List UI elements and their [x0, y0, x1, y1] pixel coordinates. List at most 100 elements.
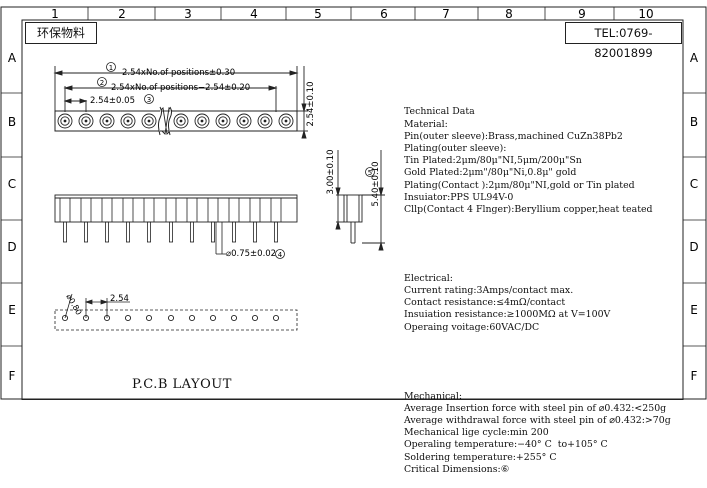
mechanical-data: Mechanical:Average Insertion force with …	[404, 391, 671, 476]
pin-center	[200, 119, 204, 123]
pin-inner-ring	[60, 116, 70, 126]
spec-line: Operaing voitage:60VAC/DC	[404, 321, 540, 333]
row-label-right: E	[690, 303, 698, 317]
column-label: 10	[638, 7, 653, 21]
pcb-hole	[145, 314, 153, 322]
pin-outer-ring	[257, 113, 273, 129]
row-label-left: D	[7, 240, 16, 254]
callout-5: 5	[368, 169, 372, 177]
pin-dia-leader	[215, 222, 226, 255]
pin-outer-ring	[141, 113, 157, 129]
spec-line: Material:	[404, 118, 448, 130]
material-label: 环保物料	[25, 22, 97, 44]
row-label-right: D	[689, 240, 698, 254]
column-ticks	[87, 7, 615, 20]
row-label-left: C	[8, 177, 16, 191]
column-label: 6	[380, 7, 388, 21]
pin-inner-ring	[176, 116, 186, 126]
pcb-hole	[251, 314, 259, 322]
pin-inner-ring	[281, 116, 291, 126]
pcb-hole	[124, 314, 132, 322]
pin-outer-ring	[120, 113, 136, 129]
row-ticks	[1, 92, 706, 347]
spec-line: Operaling temperature:−40° C to+105° C	[404, 439, 608, 451]
pcb-hole	[230, 314, 238, 322]
spec-line: Plating(Contact ):2μm/80μ"NI,gold or Tin…	[404, 179, 635, 191]
pin-outer-ring	[78, 113, 94, 129]
top-view-pins	[57, 113, 294, 129]
callout-2: 2	[100, 79, 104, 87]
pin-inner-ring	[123, 116, 133, 126]
pin-inner-ring	[197, 116, 207, 126]
pcb-hole	[209, 314, 217, 322]
top-view	[53, 66, 308, 139]
spec-line: Mechanical:	[404, 390, 463, 402]
callout-1: 1	[109, 64, 113, 72]
callout-3: 3	[147, 96, 151, 104]
column-label: 9	[578, 7, 586, 21]
row-label-right: C	[690, 177, 698, 191]
pin-leg	[273, 221, 278, 243]
callouts-top	[97, 62, 375, 259]
callout-4: 4	[278, 251, 283, 259]
dim-pitch-length: 2.54xNo.of positions−2.54±0.20	[111, 83, 250, 93]
pcb-hole	[272, 314, 280, 322]
row-label-left: F	[9, 369, 16, 383]
pin-center	[179, 119, 183, 123]
pcb-hole-diameter: ⌀0.80	[64, 293, 83, 317]
dim-pin-diameter: ⌀0.75±0.02	[226, 249, 276, 259]
row-label-right: F	[691, 369, 698, 383]
pin-inner-ring	[218, 116, 228, 126]
pin-outer-ring	[173, 113, 189, 129]
spec-line: Average withdrawal force with steel pin …	[404, 415, 671, 427]
pin-leg	[252, 221, 257, 243]
column-label: 4	[250, 7, 258, 21]
pcb-hole	[61, 314, 69, 322]
row-label-right: A	[690, 51, 699, 65]
tel-number: TEL:0769-82001899	[565, 22, 682, 60]
pcb-outline	[54, 309, 298, 331]
column-label: 2	[118, 7, 126, 21]
row-label-left: A	[8, 51, 17, 65]
side-view	[335, 150, 385, 251]
dim-pitch: 2.54±0.05	[90, 96, 135, 106]
pin-leg	[168, 221, 173, 243]
outer-border	[0, 6, 707, 400]
pin-outer-ring	[194, 113, 210, 129]
pin-leg	[84, 221, 89, 243]
pcb-dims	[64, 293, 130, 319]
spec-line: Soldering temperature:+255° C	[404, 451, 557, 463]
spec-line: Contact resistance:≤4mΩ/contact	[404, 297, 566, 309]
pcb-hole	[167, 314, 175, 322]
pin-leg	[63, 221, 68, 243]
electrical-data: Electrical:Current rating:3Amps/contact …	[404, 273, 671, 334]
row-label-right: B	[690, 115, 698, 129]
spec-line: Plating(outer sleeve):	[404, 142, 507, 154]
column-label: 8	[505, 7, 513, 21]
spec-line: Insuiator:PPS UL94V-0	[404, 191, 514, 203]
pin-outer-ring	[99, 113, 115, 129]
pin-inner-ring	[144, 116, 154, 126]
spec-line: Tin Plated:2μm/80μ"NI,5μm/200μ"Sn	[404, 155, 582, 167]
pcb-layout-title: P.C.B LAYOUT	[132, 377, 232, 392]
pin-outer-ring	[236, 113, 252, 129]
spec-line: Cllp(Contact 4 Flnger):Beryllium copper,…	[404, 203, 653, 215]
spec-line: Gold Plated:2μm"/80μ"Ni,0.8μ" gold	[404, 167, 577, 179]
column-label: 1	[51, 7, 59, 21]
dim-total-length: 2.54xNo.of positions±0.30	[122, 68, 235, 78]
break-mark	[158, 106, 172, 136]
spec-line: Critical Dimensions:⑥	[404, 463, 510, 475]
pcb-holes	[61, 314, 280, 322]
pin-leg	[126, 221, 131, 243]
row-label-left: B	[8, 115, 16, 129]
pin-inner-ring	[102, 116, 112, 126]
pin-center	[105, 119, 109, 123]
pin-center	[242, 119, 246, 123]
spec-line: Electrical:	[404, 272, 453, 284]
spec-line: Average Insertion force with steel pin o…	[404, 402, 667, 414]
spec-line: Pin(outer sleeve):Brass,machined CuZn38P…	[404, 130, 623, 142]
spec-line: Technical Data	[404, 106, 475, 118]
